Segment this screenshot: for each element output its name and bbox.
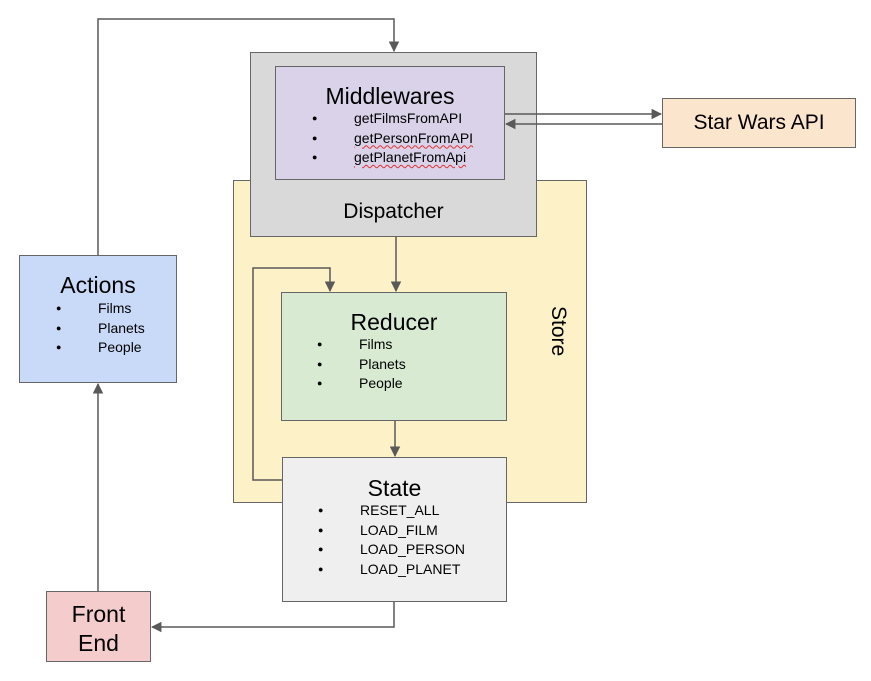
actions-list: Films Planets People — [56, 299, 145, 358]
reducer-item-planets: Planets — [317, 355, 406, 375]
middleware-item-person: getPersonFromAPI — [312, 129, 473, 149]
reducer-box: Reducer Films Planets People — [281, 292, 507, 421]
middleware-item-planet: getPlanetFromApi — [312, 148, 473, 168]
actions-item-planets: Planets — [56, 319, 145, 339]
actions-box: Actions Films Planets People — [19, 255, 177, 383]
reducer-title: Reducer — [350, 309, 438, 335]
front-end-line-2: End — [78, 630, 119, 656]
state-list: RESET_ALL LOAD_FILM LOAD_PERSON LOAD_PLA… — [318, 501, 465, 579]
star-wars-api-label: Star Wars API — [693, 111, 825, 134]
front-end-line-1: Front — [71, 601, 126, 627]
reducer-item-people: People — [317, 374, 406, 394]
state-title: State — [367, 475, 422, 501]
reducer-item-films: Films — [317, 335, 406, 355]
store-label: Store — [547, 306, 570, 357]
state-box: State RESET_ALL LOAD_FILM LOAD_PERSON LO… — [282, 457, 507, 602]
actions-item-people: People — [56, 338, 145, 358]
actions-item-films: Films — [56, 299, 145, 319]
front-end-box: Front End — [46, 591, 151, 662]
middleware-item-films: getFilmsFromAPI — [312, 109, 473, 129]
middlewares-title: Middlewares — [325, 83, 455, 109]
middlewares-box: Middlewares getFilmsFromAPI getPersonFro… — [275, 66, 505, 180]
arrow-state-to-front-end — [150, 602, 395, 633]
actions-title: Actions — [60, 272, 136, 298]
star-wars-api-box: Star Wars API — [662, 98, 856, 148]
state-item-reset-all: RESET_ALL — [318, 501, 465, 521]
middlewares-list: getFilmsFromAPI getPersonFromAPI getPlan… — [312, 109, 473, 168]
state-item-load-film: LOAD_FILM — [318, 521, 465, 541]
state-item-load-person: LOAD_PERSON — [318, 540, 465, 560]
state-item-load-planet: LOAD_PLANET — [318, 560, 465, 580]
dispatcher-label: Dispatcher — [343, 200, 444, 223]
reducer-list: Films Planets People — [317, 335, 406, 394]
